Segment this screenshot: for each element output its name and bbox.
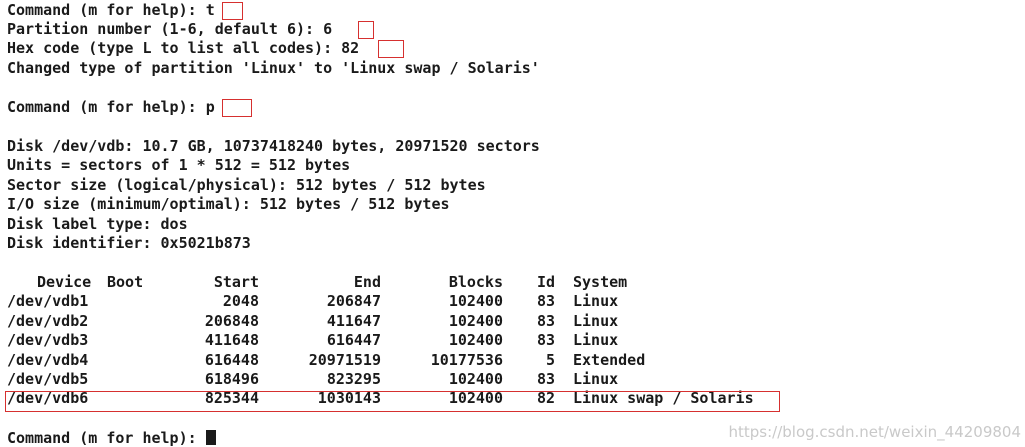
changed-type-message: Changed type of partition 'Linux' to 'Li…: [7, 59, 540, 77]
terminal-cursor: [205, 430, 216, 445]
table-row: /dev/vdb4 616448 20971519 10177536 5 Extended: [7, 350, 787, 370]
cell-id: 83: [536, 331, 555, 350]
cell-blocks: 10177536: [430, 350, 503, 369]
cell-blocks: 102400: [448, 311, 503, 330]
cell-blocks: 102400: [448, 292, 503, 311]
cell-device: /dev/vdb4: [7, 350, 89, 369]
disk-info-line: Disk /dev/vdb: 10.7 GB, 10737418240 byte…: [7, 137, 540, 155]
cell-device: /dev/vdb6: [7, 389, 89, 408]
cell-device: /dev/vdb2: [7, 311, 89, 330]
cell-start: 825344: [204, 389, 259, 408]
cell-blocks: 102400: [448, 331, 503, 350]
command-line-2: Command (m for help): p: [7, 97, 215, 117]
header-end: End: [353, 273, 381, 291]
command-input-p: p: [205, 98, 215, 116]
command-line-1: Command (m for help): t: [7, 0, 215, 20]
disk-label-line: Disk label type: dos: [7, 215, 188, 233]
cell-end: 616447: [326, 331, 381, 350]
cell-end: 411647: [326, 311, 381, 330]
units-line: Units = sectors of 1 * 512 = 512 bytes: [7, 156, 351, 174]
command-prompt: Command (m for help):: [7, 98, 206, 116]
highlight-box-6: [358, 21, 374, 39]
highlight-box-p: [222, 99, 252, 117]
command-input-t: t: [205, 1, 215, 19]
hex-code-input: 82: [341, 39, 360, 57]
header-start: Start: [213, 273, 259, 291]
highlight-box-t: [222, 2, 243, 20]
cell-blocks: 102400: [448, 389, 503, 408]
table-header: Device Boot Start End Blocks Id System: [7, 272, 787, 292]
cell-end: 1030143: [317, 389, 381, 408]
io-size-line: I/O size (minimum/optimal): 512 bytes / …: [7, 195, 450, 213]
cell-end: 823295: [326, 370, 381, 388]
hex-code-line: Hex code (type L to list all codes): 82: [7, 38, 359, 58]
cell-start: 618496: [204, 370, 259, 388]
table-row: /dev/vdb6 825344 1030143 102400 82 Linux swap…: [7, 388, 787, 408]
cell-id: 83: [536, 292, 555, 311]
header-id: Id: [536, 273, 555, 291]
highlight-box-82: [378, 40, 404, 58]
cell-device: /dev/vdb5: [7, 370, 89, 388]
cell-system: Linux: [573, 370, 619, 388]
cell-system: Linux: [573, 292, 619, 311]
cell-device: /dev/vdb1: [7, 292, 89, 311]
cell-system: Linux swap / Solaris: [573, 389, 754, 408]
header-blocks: Blocks: [448, 273, 503, 291]
cell-end: 206847: [326, 292, 381, 311]
header-boot: Boot: [107, 273, 144, 291]
header-device: Device: [37, 273, 92, 291]
header-system: System: [573, 273, 628, 291]
cell-id: 83: [536, 311, 555, 330]
table-row: /dev/vdb1 2048 206847 102400 83 Linux: [7, 291, 787, 311]
cell-start: 2048: [222, 292, 259, 311]
cell-system: Linux: [573, 331, 619, 350]
disk-identifier-line: Disk identifier: 0x5021b873: [7, 234, 251, 252]
sector-size-line: Sector size (logical/physical): 512 byte…: [7, 176, 486, 194]
command-prompt: Command (m for help):: [7, 1, 206, 19]
command-line-3: Command (m for help):: [7, 428, 216, 447]
cell-start: 206848: [204, 311, 259, 330]
hex-code-prompt: Hex code (type L to list all codes):: [7, 39, 342, 57]
cell-end: 20971519: [308, 350, 381, 369]
cell-blocks: 102400: [448, 370, 503, 388]
cell-device: /dev/vdb3: [7, 331, 89, 350]
cell-id: 82: [536, 389, 555, 408]
partition-number-line: Partition number (1-6, default 6): 6: [7, 19, 332, 39]
table-row: /dev/vdb5 618496 823295 102400 83 Linux: [7, 369, 787, 389]
cell-id: 83: [536, 370, 555, 388]
partition-number-prompt: Partition number (1-6, default 6):: [7, 20, 324, 38]
cell-start: 411648: [204, 331, 259, 350]
table-row: /dev/vdb3 411648 616447 102400 83 Linux: [7, 330, 787, 350]
cell-system: Linux: [573, 311, 619, 330]
watermark: https://blog.csdn.net/weixin_44209804: [728, 423, 1021, 441]
partition-number-input: 6: [323, 20, 333, 38]
command-prompt: Command (m for help):: [7, 429, 206, 447]
cell-start: 616448: [204, 350, 259, 369]
table-row: /dev/vdb2 206848 411647 102400 83 Linux: [7, 311, 787, 331]
cell-id: 5: [545, 350, 555, 369]
cell-system: Extended: [573, 350, 646, 369]
